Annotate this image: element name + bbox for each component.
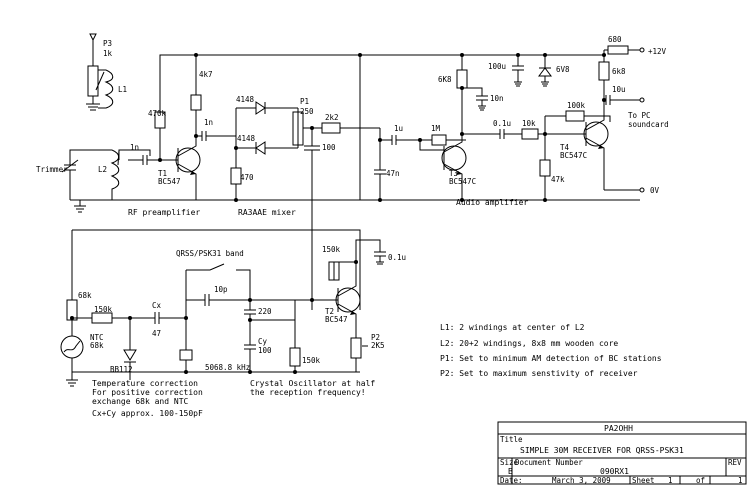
ntc-ref: NTC: [90, 333, 104, 342]
tb-sheet: 1: [668, 476, 673, 485]
cap-220: 220: [258, 307, 272, 316]
tb-of-label: of: [696, 476, 705, 485]
cap-1n-b: 1n: [204, 118, 213, 127]
r-10k: 10k: [522, 119, 536, 128]
l2-label: L2: [98, 165, 107, 174]
l1-label: L1: [118, 85, 127, 94]
tb-of: 1: [738, 476, 743, 485]
cap-10p: 10p: [214, 285, 228, 294]
tb-title: SIMPLE 30M RECEIVER FOR QRSS-PSK31: [520, 446, 684, 455]
tb-docnum-label: Document Number: [515, 458, 583, 467]
cap-1n-a: 1n: [130, 143, 139, 152]
cap-100u: 100u: [488, 62, 506, 71]
t4-ref: T4: [560, 143, 570, 152]
r-150k-b: 150k: [94, 305, 113, 314]
cap-1u: 1u: [394, 124, 403, 133]
note-xo-2: the reception frequency!: [250, 388, 366, 397]
diode-top: 4148: [236, 95, 255, 104]
p1-value: 250: [300, 107, 314, 116]
notes: Temperature correction For positive corr…: [92, 323, 662, 418]
cap-10n: 10n: [490, 94, 504, 103]
cap-47n: 47n: [386, 169, 400, 178]
cx-ref: Cx: [152, 301, 162, 310]
r-680: 680: [608, 35, 622, 44]
p3-value: 1k: [103, 49, 113, 58]
cx-value: 47: [152, 329, 161, 338]
cap-100: 100: [322, 143, 336, 152]
note-1: L1: 2 windings at center of L2: [440, 323, 585, 332]
p2-value: 2K5: [371, 341, 385, 350]
bb112-label: BB112: [110, 365, 133, 374]
tb-date-label: Date:: [500, 476, 523, 485]
cap-01u-a: 0.1u: [493, 119, 511, 128]
tb-rev-label: REV: [728, 458, 742, 467]
tb-title-label: Title: [500, 435, 523, 444]
title-block: [497, 421, 747, 485]
r-4k7: 4k7: [199, 70, 213, 79]
tb-size: B: [508, 467, 513, 476]
cy-ref: Cy: [258, 337, 268, 346]
zener-6v8: 6V8: [556, 65, 570, 74]
note-temp-3: exchange 68k and NTC: [92, 397, 189, 406]
r-47k: 47k: [551, 175, 565, 184]
r-6k8-b: 6k8: [612, 67, 626, 76]
note-2: L2: 20+2 windings, 8x8 mm wooden core: [440, 339, 618, 348]
output-label-1: To PC: [628, 111, 651, 120]
p2-ref: P2: [371, 333, 380, 342]
p3-ref: P3: [103, 39, 112, 48]
r-2k2: 2k2: [325, 113, 339, 122]
r-68k: 68k: [78, 291, 92, 300]
t4-type: BC547C: [560, 151, 587, 160]
note-temp-1: Temperature correction: [92, 379, 198, 388]
section-rf: RF preamplifier: [128, 208, 200, 217]
section-mixer: RA3AAE mixer: [238, 208, 296, 217]
supply-12v: +12V: [648, 47, 667, 56]
t3-type: BC547C: [449, 177, 476, 186]
note-xo-1: Crystal Oscillator at half: [250, 379, 375, 388]
r-470: 470: [240, 173, 254, 182]
tb-size-label: Size: [500, 458, 519, 467]
section-audio: Audio amplifier: [456, 198, 528, 207]
r-100k: 100k: [567, 101, 586, 110]
cap-01u-b: 0.1u: [388, 253, 406, 262]
band-label: QRSS/PSK31 band: [176, 249, 244, 258]
r-150k-c: 150k: [302, 356, 321, 365]
tb-sheet-label: Sheet: [632, 476, 655, 485]
gnd-label: 0V: [650, 186, 660, 195]
xtal-label: 5068.8 kHz: [205, 363, 250, 372]
note-4: P2: Set to maximum senstivity of receive…: [440, 369, 638, 378]
r-1m: 1M: [431, 124, 441, 133]
p1-ref: P1: [300, 97, 309, 106]
cap-10u: 10u: [612, 85, 626, 94]
t1-ref: T1: [158, 169, 167, 178]
r-150k-a: 150k: [322, 245, 341, 254]
r-470k: 470k: [148, 109, 167, 118]
output-label-2: soundcard: [628, 120, 669, 129]
tb-date: March 3, 2009: [552, 476, 611, 485]
diode-bot: 4148: [237, 134, 256, 143]
trimmer-label: Trimmer: [36, 165, 68, 174]
note-temp-2: For positive correction: [92, 388, 203, 397]
t1-type: BC547: [158, 177, 181, 186]
note-cxcy: Cx+Cy approx. 100-150pF: [92, 409, 203, 418]
t2-type: BC547: [325, 315, 348, 324]
title-block-text: PA2OHH Title SIMPLE 30M RECEIVER FOR QRS…: [500, 424, 743, 485]
note-3: P1: Set to minimum AM detection of BC st…: [440, 354, 662, 363]
t3-ref: T3: [449, 169, 458, 178]
r-6k8-a: 6K8: [438, 75, 452, 84]
t2-ref: T2: [325, 307, 334, 316]
tb-author: PA2OHH: [604, 424, 633, 433]
component-labels: P3 1k L1 L2 Trimmer 1n T1 BC547 4k7 470k…: [36, 35, 669, 374]
ntc-value: 68k: [90, 341, 104, 350]
tb-docnum: 090RX1: [600, 467, 629, 476]
cy-value: 100: [258, 346, 272, 355]
